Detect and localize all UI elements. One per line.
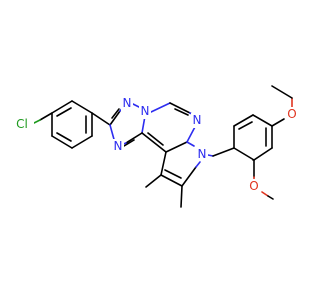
bond bbox=[150, 102, 171, 113]
bond bbox=[271, 85, 293, 99]
atom-labels: Cl N N N N N O O bbox=[10, 96, 299, 194]
bond bbox=[33, 119, 41, 124]
bond bbox=[267, 195, 274, 200]
bond bbox=[71, 135, 93, 149]
chlorine-atom-label: Cl bbox=[16, 117, 28, 131]
bond bbox=[165, 141, 188, 153]
bond bbox=[174, 108, 189, 116]
bond bbox=[111, 108, 120, 119]
bond bbox=[169, 102, 191, 114]
bond bbox=[252, 114, 273, 127]
bond bbox=[233, 114, 254, 127]
bond bbox=[195, 161, 201, 168]
nitrogen-atom-label: N bbox=[198, 147, 207, 161]
bond bbox=[253, 147, 273, 161]
bond bbox=[109, 110, 121, 126]
nitrogen-atom-label: N bbox=[141, 104, 150, 118]
nitrogen-atom-label: N bbox=[123, 96, 132, 110]
bond bbox=[233, 147, 255, 161]
bond bbox=[71, 100, 93, 114]
bond bbox=[160, 151, 167, 176]
bond bbox=[160, 174, 183, 187]
bond bbox=[147, 132, 164, 146]
bond bbox=[91, 112, 111, 126]
bond bbox=[123, 139, 135, 147]
bond bbox=[180, 185, 183, 208]
oxygen-atom-label: O bbox=[287, 107, 296, 121]
bonds bbox=[33, 85, 293, 208]
bond bbox=[141, 132, 167, 153]
bond bbox=[145, 174, 162, 188]
bond bbox=[164, 169, 182, 179]
bond bbox=[125, 132, 143, 144]
nitrogen-atom-label: N bbox=[193, 113, 202, 127]
bond bbox=[181, 166, 197, 187]
molecule-canvas: Cl N N N N N O O bbox=[10, 85, 299, 208]
bond bbox=[39, 112, 53, 121]
bond bbox=[51, 100, 73, 114]
bond bbox=[186, 141, 195, 147]
bond bbox=[56, 107, 72, 117]
bond bbox=[207, 154, 214, 157]
bond bbox=[212, 147, 235, 157]
molecule-structure: Cl N N N N N O O bbox=[10, 85, 299, 208]
bond bbox=[56, 132, 72, 142]
bond bbox=[51, 135, 73, 149]
bond bbox=[238, 121, 253, 130]
oxygen-atom-label: O bbox=[249, 179, 258, 193]
bond bbox=[271, 118, 285, 127]
bond bbox=[261, 191, 269, 197]
nitrogen-atom-label: N bbox=[114, 139, 123, 153]
